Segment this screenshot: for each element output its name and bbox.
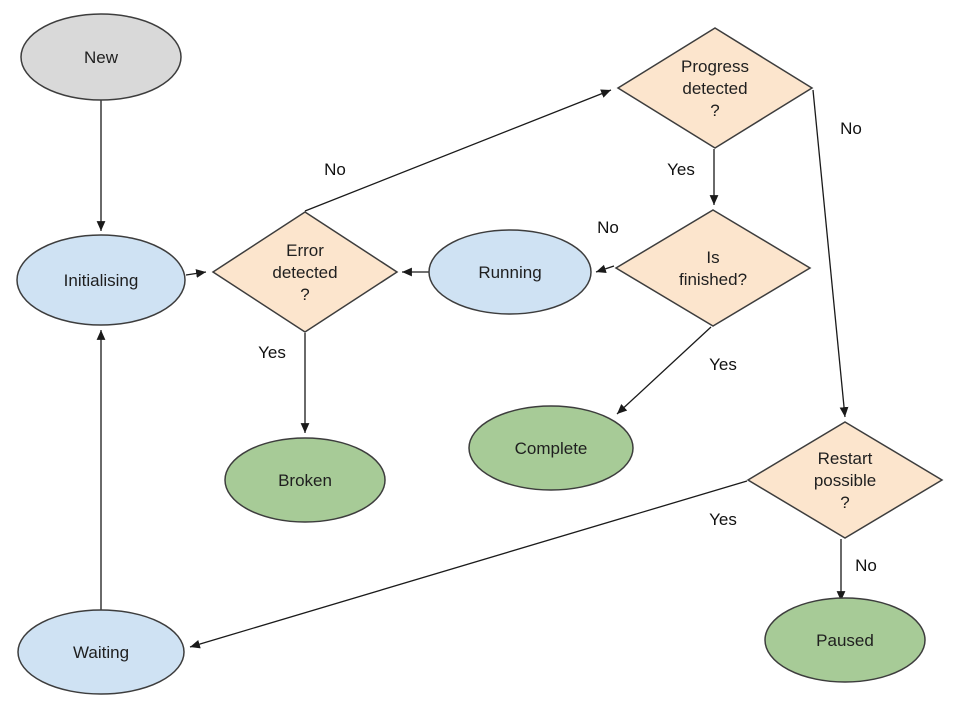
edge-label-isfinished-running: No — [597, 218, 619, 237]
node-initialising-label: Initialising — [64, 271, 139, 290]
node-initialising-shape — [16, 234, 186, 326]
node-is-finished: Is finished? — [614, 209, 812, 327]
node-restart-possible: Restart possible ? — [746, 421, 944, 539]
node-error-detected: Error detected ? — [211, 211, 399, 333]
edge-is-finished-to-complete — [616, 326, 712, 415]
node-paused-label: Paused — [816, 631, 874, 650]
node-restart-possible-label-line2: possible — [814, 471, 876, 490]
node-waiting: Waiting — [17, 609, 185, 695]
node-restart-possible-shape — [746, 421, 944, 539]
node-error-detected-label-line1: Error — [286, 241, 324, 260]
edge-label-error-broken: Yes — [258, 343, 286, 362]
node-error-detected-shape — [211, 211, 399, 333]
node-paused-shape — [764, 597, 926, 683]
edge-is-finished-to-running — [595, 264, 615, 274]
node-complete-shape — [468, 405, 634, 491]
node-running: Running — [428, 229, 592, 315]
node-restart-possible-label-line1: Restart — [818, 449, 873, 468]
node-running-label: Running — [478, 263, 541, 282]
edge-initialising-to-error-detected — [185, 269, 207, 278]
node-new: New — [20, 13, 182, 101]
node-paused: Paused — [764, 597, 926, 683]
node-broken-label: Broken — [278, 471, 332, 490]
node-error-detected-label-line3: ? — [300, 285, 309, 304]
node-broken-shape — [224, 437, 386, 523]
edge-label-isfinished-complete: Yes — [709, 355, 737, 374]
edge-error-detected-to-progress-detected — [304, 89, 612, 212]
node-complete: Complete — [468, 405, 634, 491]
node-progress-detected-label-line1: Progress — [681, 57, 749, 76]
edges-layer — [96, 89, 849, 649]
edge-label-progress-isfinished: Yes — [667, 160, 695, 179]
node-running-shape — [428, 229, 592, 315]
node-new-shape — [20, 13, 182, 101]
edge-label-error-progress: No — [324, 160, 346, 179]
node-waiting-label: Waiting — [73, 643, 129, 662]
node-complete-label: Complete — [515, 439, 588, 458]
node-error-detected-label-line2: detected — [272, 263, 337, 282]
node-restart-possible-label-line3: ? — [840, 493, 849, 512]
nodes-layer: New Initialising Error detected ? Runnin… — [16, 13, 944, 695]
node-broken: Broken — [224, 437, 386, 523]
node-progress-detected: Progress detected ? — [616, 27, 814, 149]
edge-restart-possible-to-waiting — [189, 480, 748, 649]
node-is-finished-label-line2: finished? — [679, 270, 747, 289]
node-is-finished-shape — [614, 209, 812, 327]
edge-label-restart-waiting: Yes — [709, 510, 737, 529]
edge-label-progress-restart: No — [840, 119, 862, 138]
node-progress-detected-label-line2: detected — [682, 79, 747, 98]
edge-labels-layer: Yes No Yes No Yes No Yes No — [258, 119, 877, 575]
node-is-finished-label-line1: Is — [706, 248, 719, 267]
node-progress-detected-label-line3: ? — [710, 101, 719, 120]
node-progress-detected-shape — [616, 27, 814, 149]
node-new-label: New — [84, 48, 119, 67]
node-initialising: Initialising — [16, 234, 186, 326]
edge-progress-detected-to-restart-possible — [812, 89, 849, 418]
edge-label-restart-paused: No — [855, 556, 877, 575]
node-waiting-shape — [17, 609, 185, 695]
